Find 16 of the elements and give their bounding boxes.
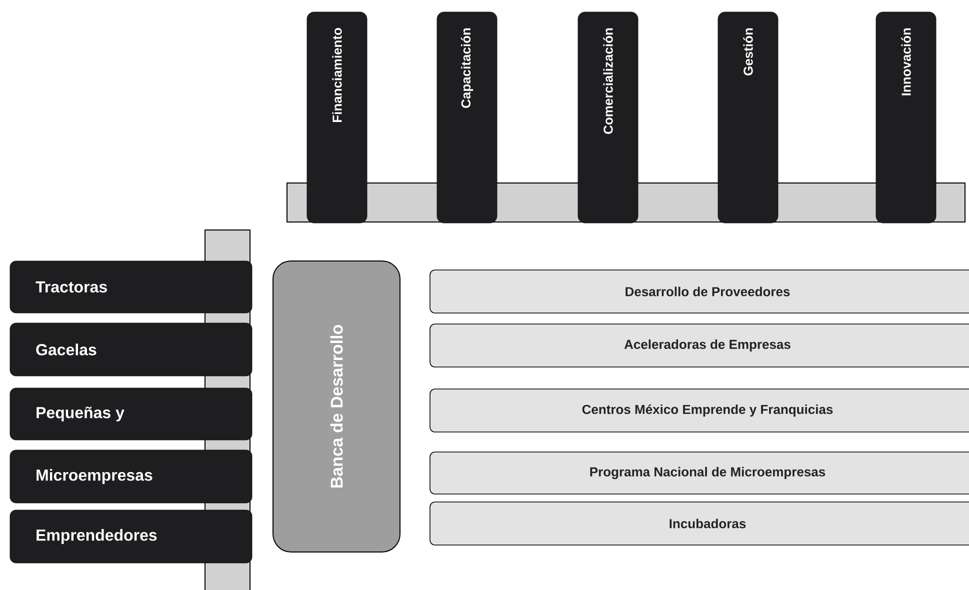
- program-box: Desarrollo de Proveedores: [430, 270, 969, 314]
- bank-box: Banca de Desarrollo: [272, 260, 400, 552]
- segment-box: Microempresas: [10, 450, 252, 504]
- segment-box: Emprendedores: [10, 510, 252, 564]
- pillar-box: Financiamiento: [306, 12, 368, 224]
- pillar-box: Comercialización: [578, 12, 638, 224]
- program-box: Programa Nacional de Microempresas: [430, 452, 969, 494]
- program-box: Aceleradoras de Empresas: [430, 324, 969, 368]
- pillar-box: Innovación: [876, 12, 936, 224]
- program-box: Centros México Emprende y Franquicias: [430, 388, 969, 432]
- segment-box: Pequeñas y: [10, 388, 252, 440]
- program-box: Incubadoras: [430, 502, 969, 546]
- segment-box: Tractoras: [10, 260, 252, 314]
- pillar-box: Capacitación: [436, 12, 498, 224]
- segment-box: Gacelas: [10, 322, 252, 376]
- pillar-box: Gestión: [718, 12, 778, 224]
